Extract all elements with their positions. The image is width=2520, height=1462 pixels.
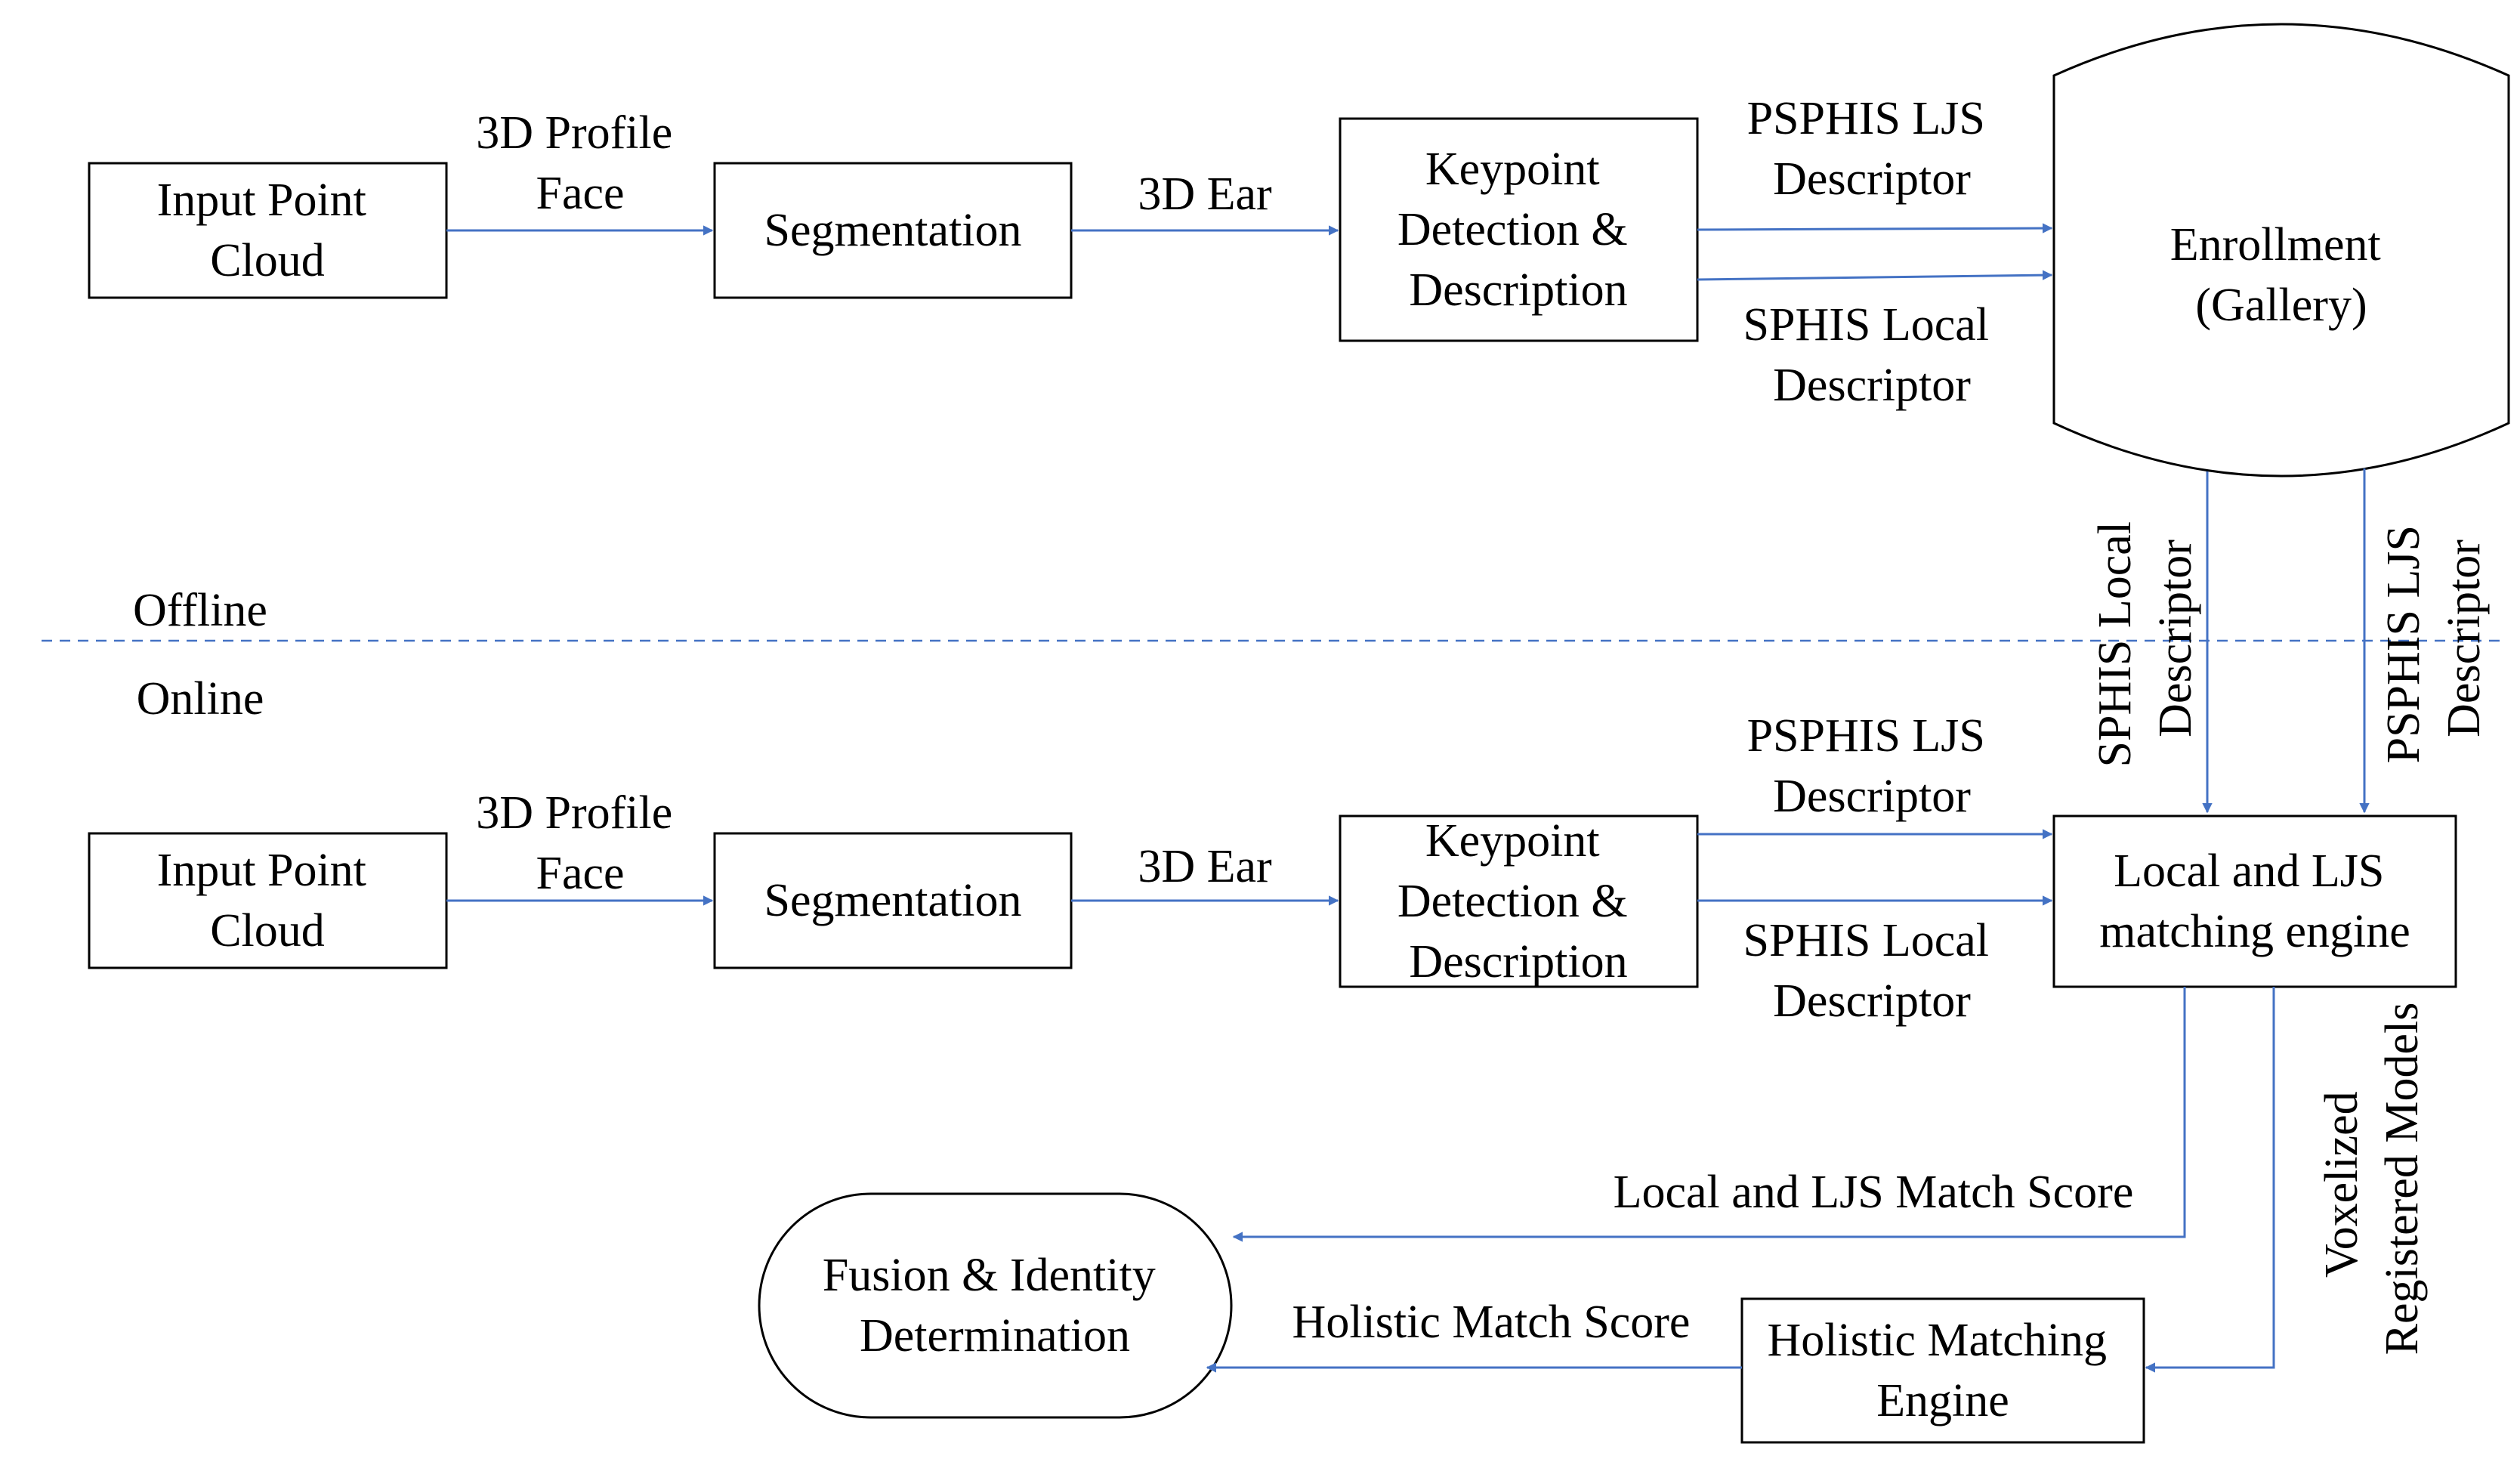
node-label-line: Detection & [1397, 876, 1628, 927]
node-box [88, 162, 448, 299]
voxelized-registered-models-arrow [2145, 987, 2275, 1373]
edge-label: SPHIS Local Descriptor [1743, 299, 2001, 411]
node-label-line: Detection & [1397, 204, 1628, 255]
edge-label-line: SPHIS Local [1743, 915, 1990, 966]
edge-label-rotated: PSPHIS LJS Descriptor [2378, 514, 2490, 764]
edge-label-line: Descriptor [1773, 771, 1971, 822]
edge-label-line: Voxelized [2316, 1091, 2367, 1278]
offline-input-point-cloud-node: Input Point Cloud [88, 162, 448, 299]
node-box [1339, 117, 1699, 342]
edge-label: Local and LJS Match Score [1614, 1167, 2134, 1218]
node-box [758, 1192, 1233, 1419]
node-label-line: matching engine [2099, 906, 2410, 957]
node-label-line: Keypoint [1425, 815, 1600, 867]
online-label: Online [137, 673, 264, 725]
edge-label-rotated: Voxelized Registered Models [2316, 1003, 2428, 1355]
node-label: Segmentation [764, 205, 1022, 256]
node-label-line: Description [1409, 936, 1627, 988]
edge-label-rotated: SPHIS Local Descriptor [2089, 510, 2201, 768]
edge-label: PSPHIS LJS Descriptor [1747, 93, 1997, 205]
node-label-line: Keypoint [1425, 144, 1600, 195]
edge-label-line: Face [536, 168, 624, 219]
edge-label: 3D Profile Face [476, 107, 684, 219]
node-label: Holistic Matching Engine [1768, 1315, 2119, 1426]
online-input-point-cloud-node: Input Point Cloud [88, 832, 448, 969]
offline-psphis-arrow [1697, 223, 2053, 233]
edge-label: 3D Ear [1138, 168, 1272, 220]
edge-label: 3D Ear [1138, 841, 1272, 892]
node-label-line: Segmentation [764, 205, 1022, 256]
node-label-line: Input Point [157, 845, 366, 896]
enrollment-gallery-database-node: Enrollment (Gallery) [2052, 23, 2510, 478]
local-ljs-matching-engine-node: Local and LJS matching engine [2052, 814, 2457, 988]
edge-label-line: SPHIS Local [1743, 299, 1990, 351]
edge-label-line: PSPHIS LJS [1747, 93, 1985, 144]
node-label-line: Fusion & Identity [823, 1250, 1156, 1301]
edge-label: PSPHIS LJS Descriptor [1747, 710, 1997, 822]
online-segmentation-node: Segmentation [713, 832, 1073, 969]
edge-label-line: Descriptor [1773, 153, 1971, 205]
edge-label-line: 3D Profile [476, 107, 672, 159]
node-label-line: Holistic Matching [1768, 1315, 2107, 1366]
edge-label: Holistic Match Score [1292, 1297, 1691, 1348]
edge-label: SPHIS Local Descriptor [1743, 915, 2001, 1027]
node-box [88, 832, 448, 969]
node-label: Input Point Cloud [157, 845, 378, 957]
edge-label-line: PSPHIS LJS [2378, 525, 2429, 763]
node-box [2052, 814, 2457, 988]
node-label-line: Engine [1876, 1375, 2009, 1426]
node-label-line: Enrollment [2170, 219, 2381, 270]
local-ljs-match-score-arrow [1232, 987, 2186, 1242]
edge-label-line: PSPHIS LJS [1747, 710, 1985, 762]
node-label: Enrollment (Gallery) [2170, 219, 2392, 331]
edge-label-line: SPHIS Local [2089, 521, 2141, 768]
node-box [1740, 1297, 2145, 1444]
online-keypoint-detection-node: Keypoint Detection & Description [1339, 814, 1699, 988]
node-label-line: (Gallery) [2195, 280, 2367, 331]
edge-label-line: Descriptor [2438, 539, 2490, 737]
database-cylinder [2052, 23, 2510, 478]
edge-label-line: Face [536, 848, 624, 899]
edge-label-line: Descriptor [1773, 360, 1971, 411]
offline-keypoint-detection-node: Keypoint Detection & Description [1339, 117, 1699, 342]
node-label-line: Cloud [210, 905, 325, 957]
node-label: Keypoint Detection & Description [1397, 144, 1639, 316]
node-label-line: Input Point [157, 175, 366, 226]
edge-label-line: 3D Profile [476, 787, 672, 839]
holistic-matching-engine-node: Holistic Matching Engine [1740, 1297, 2145, 1444]
node-label: Segmentation [764, 875, 1022, 926]
fusion-identity-determination-node: Fusion & Identity Determination [758, 1192, 1233, 1419]
offline-sphis-arrow [1697, 270, 2053, 281]
node-box [1339, 814, 1699, 988]
node-label: Local and LJS matching engine [2099, 845, 2410, 957]
node-label-line: Segmentation [764, 875, 1022, 926]
node-label-line: Cloud [210, 235, 325, 286]
node-box [713, 832, 1073, 969]
offline-label: Offline [133, 585, 267, 636]
edge-label-line: Descriptor [1773, 975, 1971, 1027]
node-label: Keypoint Detection & Description [1397, 815, 1639, 988]
edge-label-line: Descriptor [2150, 539, 2201, 737]
offline-segmentation-node: Segmentation [713, 162, 1073, 299]
node-label: Fusion & Identity Determination [823, 1250, 1167, 1362]
edge-label-line: Registered Models [2376, 1003, 2428, 1355]
node-label-line: Determination [860, 1310, 1130, 1362]
node-label: Input Point Cloud [157, 175, 378, 286]
node-box [713, 162, 1073, 299]
node-label-line: Description [1409, 264, 1627, 316]
edge-label: 3D Profile Face [476, 787, 684, 899]
node-label-line: Local and LJS [2114, 845, 2384, 897]
